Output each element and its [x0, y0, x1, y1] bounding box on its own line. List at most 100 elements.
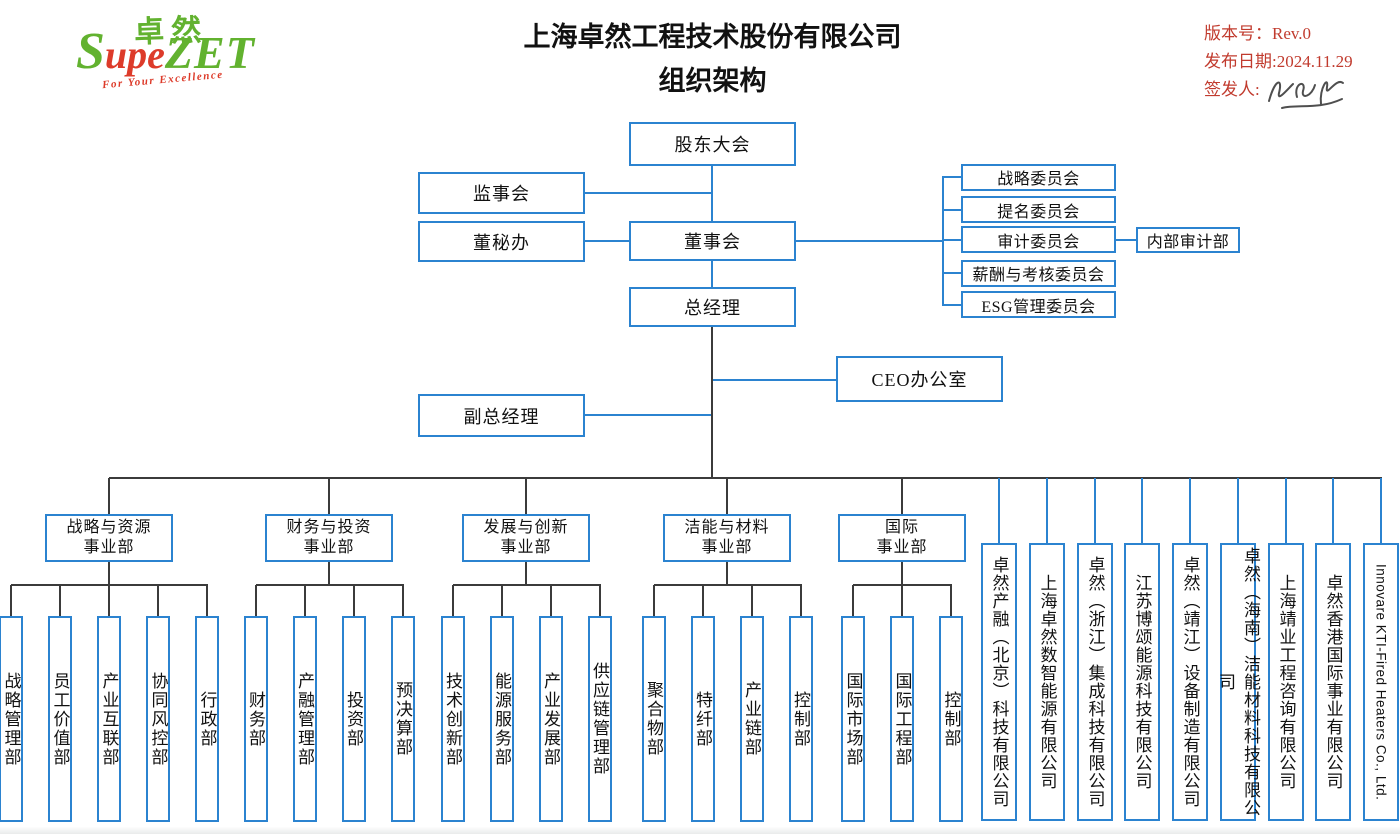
connector-line	[712, 379, 836, 381]
division-name-line1: 财务与投资	[286, 519, 372, 536]
department-drop-line	[701, 585, 704, 616]
department-drop-line	[901, 585, 903, 616]
subsidiary-drop-line	[1285, 478, 1287, 543]
department-box: 战略管理部	[0, 616, 23, 822]
department-box: 预决算部	[390, 616, 415, 822]
subsidiary-box: 卓然（浙江）集成科技有限公司	[1077, 543, 1113, 821]
department-drop-line	[950, 585, 952, 616]
node-ceo-office: CEO办公室	[836, 356, 1003, 402]
department-bus-line	[452, 584, 601, 586]
committee-box: 提名委员会	[961, 196, 1116, 223]
division-name-line1: 发展与创新	[483, 519, 569, 536]
committee-box: ESG管理委员会	[961, 291, 1116, 318]
connector-line	[796, 240, 944, 242]
department-box: 财务部	[243, 616, 268, 822]
subsidiary-drop-line	[1046, 478, 1048, 543]
department-box: 控制部	[788, 616, 813, 822]
department-box: 国际工程部	[890, 616, 914, 822]
subsidiary-box: 卓然香港国际事业有限公司	[1315, 543, 1351, 821]
division-drop-line	[108, 478, 110, 514]
subsidiary-box: Innovare KTI-Fired Heaters Co., Ltd.	[1363, 543, 1399, 821]
signature-scribble	[1267, 80, 1344, 109]
subsidiary-box: 卓然（海南）洁能材料科技有限公司	[1216, 543, 1260, 821]
subsidiary-box: 上海靖业工程咨询有限公司	[1268, 543, 1304, 821]
subsidiary-drop-line	[1189, 478, 1191, 543]
department-drop-line	[303, 585, 306, 616]
department-drop-line	[401, 585, 404, 616]
division-name-line2: 事业部	[701, 539, 753, 556]
node-deputy-general-manager: 副总经理	[418, 394, 585, 437]
bottom-edge-shadow	[0, 827, 1400, 834]
connector-line	[585, 192, 713, 194]
division-box: 战略与资源事业部	[45, 514, 173, 562]
division-name-line2: 事业部	[303, 539, 355, 556]
committee-connector	[943, 208, 961, 211]
committee-connector	[943, 176, 961, 178]
version-row: 版本号： Rev.0	[1204, 20, 1353, 48]
subsidiary-box: 上海卓然数智能源有限公司	[1029, 543, 1065, 821]
connector-line	[711, 261, 713, 287]
node-board-secretary-office: 董秘办	[418, 221, 585, 262]
subsidiary-drop-line	[1332, 478, 1334, 543]
division-name-line1: 洁能与材料	[684, 519, 770, 536]
connector-line	[585, 240, 629, 242]
department-drop-line	[549, 585, 552, 616]
node-supervisory-board: 监事会	[418, 172, 585, 214]
department-drop-line	[799, 585, 802, 616]
department-drop-line	[500, 585, 503, 616]
signer-label: 签发人:	[1204, 80, 1260, 99]
chart-title: 上海卓然工程技术股份有限公司 组织架构	[425, 24, 1000, 95]
department-drop-line	[254, 585, 257, 616]
division-name-line1: 国际	[884, 519, 919, 536]
department-drop-line	[750, 585, 753, 616]
committee-connector	[943, 303, 961, 306]
department-box: 产业互联部	[97, 616, 121, 822]
release-date-row: 发布日期: 2024.11.29	[1204, 48, 1353, 76]
division-bus-drop	[726, 562, 728, 585]
company-logo: 卓然 S upe ZET For Your Excellence	[76, 6, 276, 96]
division-bus-drop	[108, 562, 110, 585]
division-drop-line	[901, 478, 903, 514]
division-bus-drop	[525, 562, 527, 585]
main-distribution-line	[109, 477, 1382, 479]
department-drop-line	[352, 585, 355, 616]
subsidiary-box: 卓然产融（北京）科技有限公司	[981, 543, 1017, 821]
logo-letters-upe: upe	[104, 32, 165, 77]
gm-trunk-line	[711, 327, 713, 479]
connector-line	[585, 414, 713, 416]
connector-line	[942, 176, 944, 306]
chart-subtitle: 组织架构	[658, 66, 767, 96]
version-label: 版本号：	[1204, 24, 1272, 43]
subsidiary-box: 卓然（靖江）设备制造有限公司	[1172, 543, 1208, 821]
committee-connector	[943, 272, 961, 274]
department-box: 行政部	[195, 616, 219, 822]
department-drop-line	[10, 585, 12, 616]
department-box: 投资部	[341, 616, 366, 822]
department-box: 控制部	[939, 616, 963, 822]
department-drop-line	[59, 585, 61, 616]
committee-box: 战略委员会	[961, 163, 1116, 191]
department-box: 产业链部	[739, 616, 764, 822]
department-bus-line	[255, 584, 404, 586]
node-board-of-directors: 董事会	[629, 221, 796, 261]
division-name-line2: 事业部	[500, 539, 552, 556]
department-box: 特纤部	[690, 616, 715, 822]
committee-box: 审计委员会	[961, 226, 1116, 253]
release-date-label: 发布日期:	[1204, 52, 1277, 71]
department-drop-line	[157, 585, 159, 616]
subsidiary-drop-line	[1237, 478, 1239, 543]
division-box: 发展与创新事业部	[462, 514, 590, 562]
logo-letter-s: S	[76, 23, 105, 80]
subsidiary-drop-line	[1380, 478, 1382, 543]
division-name-line1: 战略与资源	[66, 519, 152, 536]
division-name-line2: 事业部	[876, 539, 928, 556]
division-box: 财务与投资事业部	[265, 514, 393, 562]
division-drop-line	[328, 478, 330, 514]
committee-box: 薪酬与考核委员会	[961, 259, 1116, 287]
department-bus-line	[653, 584, 802, 586]
department-drop-line	[108, 585, 110, 616]
node-general-manager: 总经理	[629, 287, 796, 327]
subsidiary-drop-line	[998, 478, 1000, 543]
division-bus-drop	[901, 562, 903, 585]
